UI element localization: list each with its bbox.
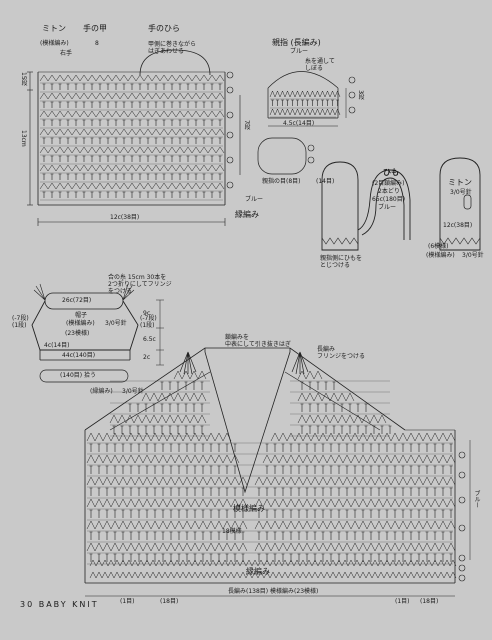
mitten-chart-grid — [27, 49, 241, 226]
hat-left-rows: (-7段) (1段) — [12, 315, 29, 329]
hat-width: 44c(140目) — [62, 352, 96, 359]
hat-chart-fringe: 長編み フリンジをつける — [317, 346, 366, 360]
mitten-outline-top-dim: 12c(38目) — [443, 222, 473, 229]
thumb-base-diagram — [257, 137, 315, 175]
hat-chart-top-note: 鎖編みを 中表にして引き抜きはぎ — [225, 334, 291, 348]
hat-chart-bottom-label: 長編み(138目) 模様編み(23模様) — [228, 588, 319, 595]
hat-right-rows: (-7段) (1段) — [140, 315, 157, 329]
mitten-bottom-dim: 12c(38目) — [110, 214, 140, 221]
cord-yarn: ブルー — [378, 204, 397, 211]
hat-chart-left-mark: (1目) — [120, 598, 135, 605]
hat-right-dim-2: 6.5c — [143, 336, 156, 343]
hat-rib-label: 4c(14目) — [44, 342, 70, 349]
mitten-pattern-label: (模様編み) — [40, 40, 69, 47]
mitten-left-dim-2: 13cm — [20, 130, 27, 147]
thumb-note: 糸を通して しぼる — [305, 58, 335, 72]
mitten-outline-hook: 3/0号針 — [450, 189, 472, 196]
mitten-outline-title: ミトン — [448, 178, 472, 187]
thumb-base-dim: (14目) — [316, 178, 335, 185]
hat-repeat: (23模様) — [65, 330, 90, 337]
cord-title: ひも — [383, 168, 399, 177]
mitten-ribbing-label: 縁編み — [235, 210, 259, 219]
mitten-outline-hook2: 3/0号針 — [462, 252, 484, 259]
mitten-outline-rows: (6模様) — [428, 243, 449, 250]
mitten-count-label: 8 — [95, 40, 99, 47]
hat-top-dim: 26c(72目) — [62, 297, 92, 304]
thumb-base-note: 親指の目(8目) — [262, 178, 301, 185]
mitten-outline-pattern: (模様編み) — [426, 252, 455, 259]
mitten-palm-label: 手のひら — [148, 24, 180, 33]
hat-hook: 3/0号針 — [105, 320, 127, 327]
hat-chart-ribbing: 縁編み — [246, 567, 270, 576]
cord-length: 65c(180目) — [372, 196, 406, 203]
mitten-back-label: 手の甲 — [83, 24, 107, 33]
hat-chart-grid — [84, 347, 471, 597]
thumb-stitch-pattern — [269, 90, 341, 118]
mitten-top-note: 甲側に巻きながら はぎあわせる — [148, 41, 197, 55]
hat-outline — [31, 283, 164, 383]
hat-chart-right-mark-2: (18目) — [420, 598, 439, 605]
hat-title: 帽子 — [75, 312, 88, 319]
hat-chart-mid-mark: (18目) — [160, 598, 179, 605]
hat-chart-center-pattern: 模様編み — [233, 504, 265, 513]
cord-sub2: 2本どり — [378, 188, 400, 195]
hat-hook3: 3/0号針 — [122, 388, 144, 395]
hat-right-dim-3: 2c — [143, 354, 151, 361]
hat-right-dim-1: 9c — [143, 310, 151, 317]
cord-mitten-outline — [321, 157, 481, 251]
mitten-right-dim: 7段 — [243, 120, 250, 130]
thumb-right-dim: 3段 — [357, 90, 364, 100]
cord-attach-note: 親指側にひもを とじつける — [320, 255, 363, 269]
cord-sub: (2目鎖編み) — [372, 180, 405, 187]
hat-chart-side-note: 18模様 — [222, 528, 242, 535]
thumb-yarn: ブルー — [290, 48, 309, 55]
hat-width2: (140目) 拾う — [60, 372, 97, 379]
thumb-title: 親指 (長編み) — [272, 38, 321, 47]
mitten-yarn-label: ブルー — [245, 196, 264, 203]
hat-stitch-pattern — [86, 370, 457, 579]
hat-rib: (縁編み) — [90, 388, 113, 395]
hat-pattern: (模様編み) — [66, 320, 95, 327]
mitten-left-dim-1: 15段 — [20, 72, 27, 86]
mitten-title: ミトン — [42, 24, 66, 33]
mitten-stitch-pattern — [39, 74, 225, 201]
page-footer: 30 BABY KNIT — [20, 600, 99, 609]
thumb-bottom-dim: 4.5c(14目) — [283, 120, 315, 127]
hat-chart-yarn: ブルー — [473, 490, 480, 508]
hat-fringe-note: 合の糸 15cm 30本を 2つ折りにしてフリンジ をつける — [108, 274, 172, 295]
mitten-right-label: 右手 — [60, 50, 73, 57]
thumb-chart-grid — [267, 71, 356, 127]
hat-chart-right-mark-1: (1目) — [395, 598, 410, 605]
